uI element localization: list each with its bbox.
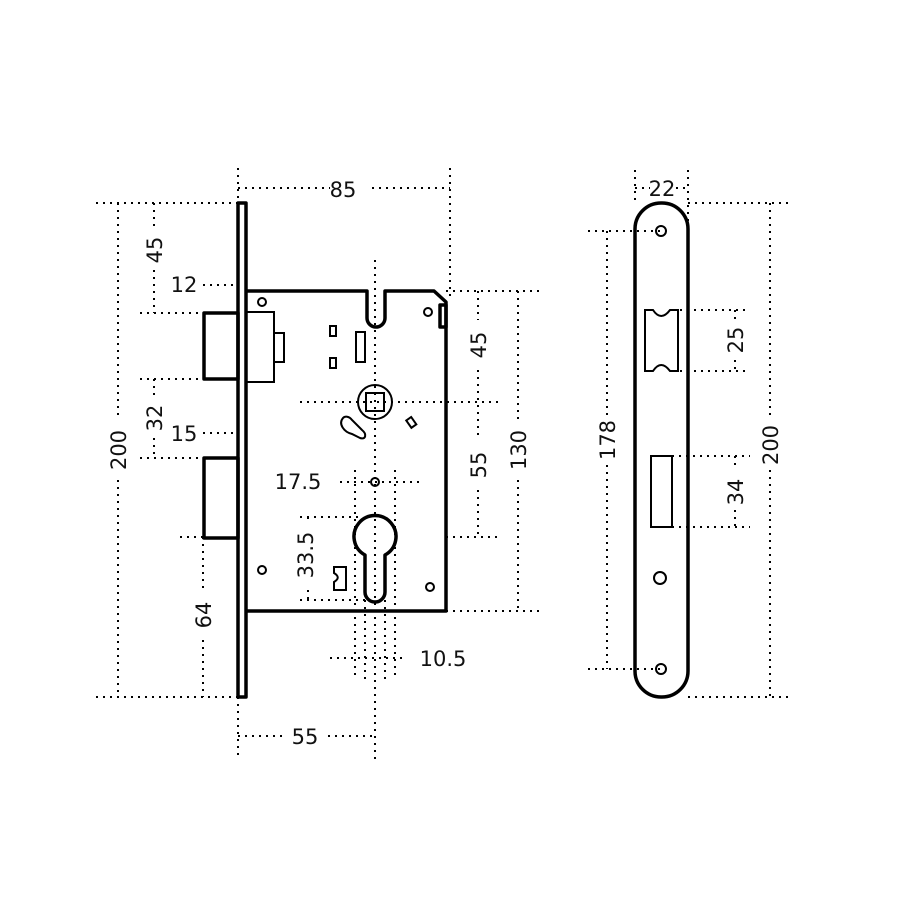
dim-latch-to-bolt: 32	[143, 405, 167, 432]
screw-hole	[653, 571, 667, 585]
dim-spindle-to-cylinder: 55	[467, 452, 491, 479]
screw-hole	[423, 307, 433, 317]
dim-backset: 55	[292, 725, 319, 749]
strike-dimension-lines	[588, 170, 790, 698]
latch-bolt	[202, 311, 240, 381]
dead-bolt	[202, 456, 240, 540]
screw-hole	[655, 225, 667, 237]
dim-bolt-projection: 15	[171, 422, 198, 446]
dim-case-height: 130	[507, 430, 531, 470]
screw-hole	[257, 297, 267, 307]
dim-overall-depth: 85	[330, 178, 357, 202]
faceplate	[236, 201, 248, 699]
strike-plate	[633, 201, 690, 699]
dim-cylinder-width: 17.5	[275, 470, 322, 494]
stop-notch	[333, 566, 347, 591]
strike-plate-outline	[633, 201, 690, 699]
dim-latch-projection: 12	[171, 273, 198, 297]
slot	[329, 357, 337, 369]
case-tab	[438, 303, 448, 329]
lock-dimension-lines	[96, 168, 540, 760]
lock-body	[202, 201, 448, 699]
screw-hole	[257, 565, 267, 575]
dim-latch-offset-top: 45	[143, 237, 167, 264]
latch-stop	[273, 332, 285, 363]
slot	[355, 331, 366, 363]
lock-case	[246, 289, 448, 613]
dim-bolt-window: 34	[724, 479, 748, 506]
dim-cylinder-slot: 10.5	[420, 647, 467, 671]
dim-faceplate-height: 200	[107, 430, 131, 470]
bolt-window	[650, 455, 673, 528]
dim-cylinder-height: 33.5	[294, 532, 318, 579]
dim-strike-height: 200	[759, 425, 783, 465]
slot	[404, 415, 418, 430]
slot	[329, 325, 337, 337]
cam	[340, 415, 367, 440]
dim-strike-width: 22	[649, 177, 676, 201]
dim-case-top-to-spindle: 45	[467, 332, 491, 359]
dim-bolt-offset-bottom: 64	[192, 602, 216, 629]
latch-window	[644, 309, 679, 372]
screw-hole	[425, 582, 435, 592]
screw-hole	[655, 663, 667, 675]
dim-latch-window: 25	[724, 327, 748, 354]
dim-hole-spacing: 178	[596, 420, 620, 460]
latch-tail	[245, 311, 275, 383]
